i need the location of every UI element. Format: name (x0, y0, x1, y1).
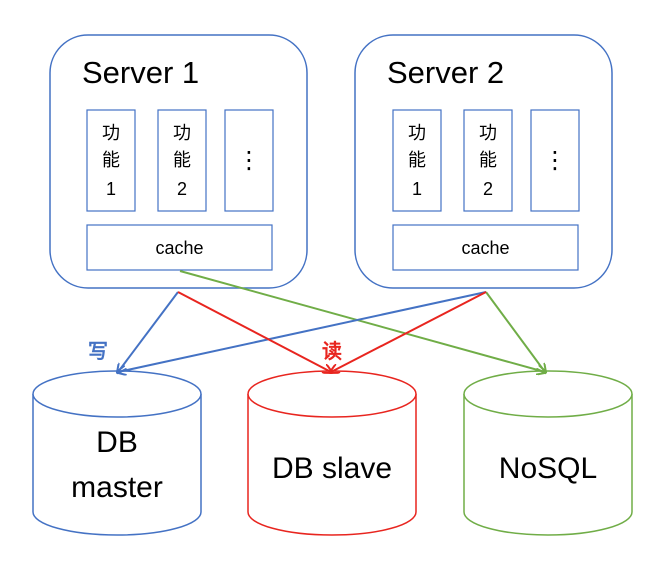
arrow-server1-to-nosql (179, 270, 545, 372)
module-label-line2: 能 (408, 150, 426, 171)
nosql-cylinder-top (463, 370, 633, 418)
module-box (224, 109, 274, 212)
module-label-line2: 能 (173, 150, 191, 171)
module-box (463, 109, 513, 212)
ellipsis-icon: ⋮ (543, 147, 567, 174)
server-2-title: Server 2 (387, 55, 504, 90)
write-label: 写 (88, 339, 108, 363)
db-slave: DB slave (247, 370, 417, 536)
arrow-server1-read-slave (177, 291, 331, 372)
read-label: 读 (322, 339, 342, 363)
ellipsis-icon: ⋮ (237, 147, 261, 174)
db-nosql: NoSQL (463, 370, 633, 536)
module-box (530, 109, 580, 212)
module-label-line1: 功 (408, 123, 426, 144)
module-label-line1: 功 (102, 123, 120, 144)
db-master-label-line2: master (71, 471, 163, 504)
module-box (392, 109, 442, 212)
server-2-module-more: ⋮ (530, 109, 580, 212)
db-master: DB master (32, 370, 202, 536)
arrow-server2-write-master (118, 291, 487, 372)
db-slave-cylinder-body (247, 394, 417, 536)
db-master-cylinder-top (32, 370, 202, 418)
module-label-line3: 2 (177, 179, 187, 199)
arrow-server1-write-master (118, 291, 179, 372)
db-master-label-line1: DB (96, 426, 138, 459)
arrow-server2-read-slave (331, 291, 487, 372)
module-label-line3: 2 (483, 179, 493, 199)
module-label-line1: 功 (173, 123, 191, 144)
db-master-cylinder-body (32, 394, 202, 536)
server-1-cache-label: cache (155, 238, 203, 258)
db-slave-label: DB slave (272, 452, 392, 485)
connections (118, 270, 545, 372)
server-2-cache-box (392, 224, 579, 271)
db-slave-cylinder-top (247, 370, 417, 418)
module-label-line2: 能 (479, 150, 497, 171)
module-box (86, 109, 136, 212)
server-1-cache-box (86, 224, 273, 271)
server-2-module-2: 功 能 2 (463, 109, 513, 212)
module-label-line2: 能 (102, 150, 120, 171)
module-label-line1: 功 (479, 123, 497, 144)
server-1: Server 1 功 能 1 功 能 2 ⋮ cache (49, 34, 308, 289)
module-box (157, 109, 207, 212)
server-1-module-1: 功 能 1 (86, 109, 136, 212)
server-2: Server 2 功 能 1 功 能 2 ⋮ cache (354, 34, 613, 289)
server-2-module-1: 功 能 1 (392, 109, 442, 212)
nosql-cylinder-body (463, 394, 633, 536)
arrow-server2-to-nosql (485, 291, 545, 372)
server-1-module-more: ⋮ (224, 109, 274, 212)
module-label-line3: 1 (412, 179, 422, 199)
module-label-line3: 1 (106, 179, 116, 199)
server-1-module-2: 功 能 2 (157, 109, 207, 212)
server-1-title: Server 1 (82, 55, 199, 90)
server-2-cache-label: cache (461, 238, 509, 258)
nosql-label: NoSQL (499, 452, 597, 485)
